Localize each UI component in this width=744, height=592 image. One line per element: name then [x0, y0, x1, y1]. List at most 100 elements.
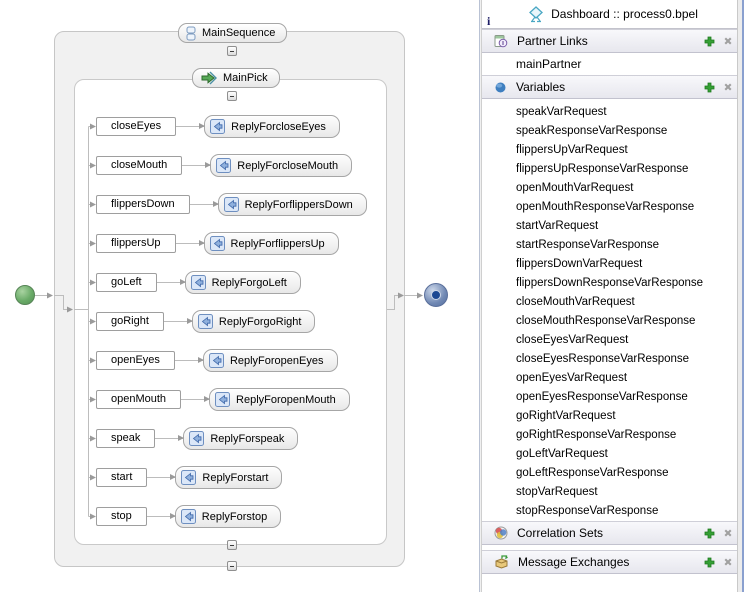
main-pick-activity[interactable]: MainPick	[192, 68, 280, 88]
pick-branch-row: closeEyes ReplyForcloseEyes	[96, 114, 340, 139]
on-message-box[interactable]: flippersDown	[96, 195, 190, 214]
connector-arrow	[175, 240, 205, 246]
reply-activity[interactable]: ReplyForstop	[174, 505, 282, 528]
on-message-box[interactable]: goRight	[96, 312, 164, 331]
collapse-button[interactable]	[227, 540, 237, 550]
reply-activity[interactable]: ReplyForstart	[175, 466, 283, 489]
reply-activity[interactable]: ReplyForopenMouth	[209, 388, 350, 411]
on-message-box[interactable]: openMouth	[96, 390, 182, 409]
variable-item[interactable]: flippersDownVarRequest	[516, 258, 643, 270]
connector-arrow	[156, 279, 186, 285]
section-label: Partner Links	[517, 34, 588, 48]
collapse-button[interactable]	[227, 91, 237, 101]
on-message-box[interactable]: closeMouth	[96, 156, 183, 175]
variable-item[interactable]: goRightVarRequest	[516, 410, 616, 422]
on-message-box[interactable]: openEyes	[96, 351, 175, 370]
reply-label: ReplyForflippersUp	[230, 237, 325, 250]
panel-scrollbar-strip[interactable]	[737, 0, 742, 592]
pick-branch-row: flippersDown ReplyForflippersDown	[96, 192, 367, 217]
connector-arrow	[182, 162, 212, 168]
variable-item[interactable]: closeEyesResponseVarResponse	[516, 353, 690, 365]
section-variables[interactable]: Variables	[482, 75, 744, 99]
variable-item[interactable]: closeMouthVarRequest	[516, 296, 635, 308]
connector-arrow	[147, 474, 177, 480]
main-sequence-activity[interactable]: MainSequence	[178, 23, 288, 43]
reply-activity[interactable]: ReplyForcloseMouth	[210, 154, 353, 177]
main-pick-label: MainPick	[223, 72, 268, 84]
window-edge	[742, 0, 744, 592]
reply-activity[interactable]: ReplyForcloseEyes	[204, 115, 340, 138]
section-correlation-sets[interactable]: Correlation Sets	[482, 521, 744, 545]
section-message-exchanges[interactable]: Message Exchanges	[482, 550, 744, 574]
reply-label: ReplyForcloseMouth	[237, 159, 339, 172]
variable-item[interactable]: goRightResponseVarResponse	[516, 429, 677, 441]
reply-activity[interactable]: ReplyForopenEyes	[202, 349, 338, 372]
on-message-box[interactable]: closeEyes	[96, 117, 177, 136]
variable-item[interactable]: startVarRequest	[516, 220, 599, 232]
reply-label: ReplyForgoRight	[218, 315, 302, 328]
reply-activity[interactable]: ReplyForgoLeft	[184, 271, 301, 294]
variable-item[interactable]: openMouthVarRequest	[516, 182, 634, 194]
variable-item[interactable]: openEyesResponseVarResponse	[516, 391, 688, 403]
reply-label: ReplyForstop	[201, 510, 268, 523]
variable-item[interactable]: speakResponseVarResponse	[516, 125, 668, 137]
reply-icon	[190, 275, 206, 290]
reply-activity[interactable]: ReplyForspeak	[183, 427, 299, 450]
pick-branch-row: flippersUp ReplyForflippersUp	[96, 231, 339, 256]
variable-item[interactable]: openEyesVarRequest	[516, 372, 628, 384]
add-icon[interactable]	[703, 527, 716, 540]
panel-header: i Dashboard :: process0.bpel	[482, 0, 744, 29]
add-icon[interactable]	[703, 81, 716, 94]
pick-icon	[200, 71, 217, 85]
variable-item[interactable]: goLeftResponseVarResponse	[516, 467, 669, 479]
info-icon: i	[487, 14, 491, 28]
on-message-box[interactable]: start	[96, 468, 148, 487]
on-message-box[interactable]: speak	[96, 429, 156, 448]
variable-item[interactable]: closeMouthResponseVarResponse	[516, 315, 696, 327]
collapse-button[interactable]	[227, 46, 237, 56]
variable-item[interactable]: closeEyesVarRequest	[516, 334, 629, 346]
delete-icon[interactable]	[721, 35, 734, 48]
collapse-button[interactable]	[227, 561, 237, 571]
on-message-box[interactable]: stop	[96, 507, 147, 526]
delete-icon[interactable]	[721, 527, 734, 540]
section-label: Correlation Sets	[517, 526, 604, 540]
delete-icon[interactable]	[721, 81, 734, 94]
section-partner-links[interactable]: Partner Links	[482, 29, 744, 53]
reply-icon	[208, 353, 224, 368]
reply-label: ReplyForflippersDown	[244, 198, 353, 211]
delete-icon[interactable]	[721, 556, 734, 569]
variables-list: speakVarRequest speakResponseVarResponse…	[482, 99, 744, 521]
add-icon[interactable]	[703, 556, 716, 569]
pick-branch-row: closeMouth ReplyForcloseMouth	[96, 153, 353, 178]
variable-item[interactable]: goLeftVarRequest	[516, 448, 608, 460]
reply-icon	[223, 197, 239, 212]
variable-item[interactable]: flippersUpVarRequest	[516, 144, 628, 156]
process-start-node[interactable]	[15, 285, 35, 305]
connector-arrow	[176, 123, 206, 129]
section-label: Message Exchanges	[518, 555, 630, 569]
reply-activity[interactable]: ReplyForflippersUp	[203, 232, 339, 255]
sequence-icon	[186, 26, 196, 41]
variable-item[interactable]: startResponseVarResponse	[516, 239, 659, 251]
pick-branch-row: openEyes ReplyForopenEyes	[96, 348, 338, 373]
variable-item[interactable]: stopVarRequest	[516, 486, 598, 498]
bpel-navigator-panel: i Dashboard :: process0.bpel Partner Lin…	[482, 0, 744, 592]
reply-activity[interactable]: ReplyForflippersDown	[217, 193, 367, 216]
reply-icon	[189, 431, 205, 446]
variable-item[interactable]: flippersUpResponseVarResponse	[516, 163, 689, 175]
connector-arrow	[181, 396, 211, 402]
variable-item[interactable]: flippersDownResponseVarResponse	[516, 277, 704, 289]
add-icon[interactable]	[703, 35, 716, 48]
on-message-box[interactable]: goLeft	[96, 273, 157, 292]
reply-activity[interactable]: ReplyForgoRight	[191, 310, 316, 333]
pick-branch-row: openMouth ReplyForopenMouth	[96, 387, 350, 412]
variable-item[interactable]: stopResponseVarResponse	[516, 505, 659, 517]
process-end-node[interactable]	[424, 283, 448, 307]
variable-item[interactable]: openMouthResponseVarResponse	[516, 201, 695, 213]
variable-item[interactable]: speakVarRequest	[516, 106, 607, 118]
variables-icon	[494, 81, 507, 94]
on-message-box[interactable]: flippersUp	[96, 234, 176, 253]
partner-link-item[interactable]: mainPartner	[482, 53, 744, 75]
panel-splitter[interactable]	[479, 0, 482, 592]
